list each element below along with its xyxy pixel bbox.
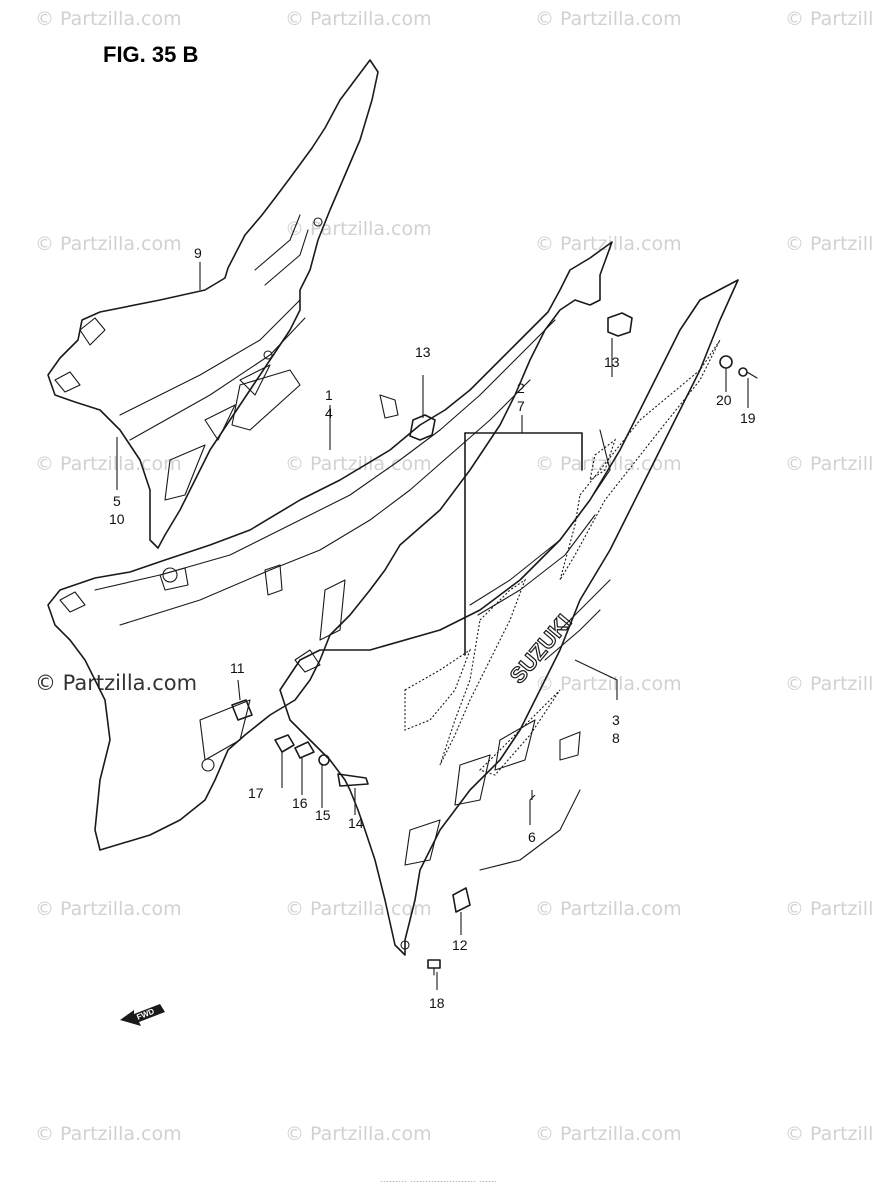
watermark: © Partzilla.com: [285, 1123, 432, 1145]
callout-10: 10: [109, 511, 125, 527]
callout-20: 20: [716, 392, 732, 408]
watermark: © Partzilla.com: [35, 453, 182, 475]
fwd-arrow-icon: [120, 1004, 165, 1026]
callout-5: 5: [113, 493, 121, 509]
callout-9: 9: [194, 245, 202, 261]
grommet-13-left: [409, 414, 436, 441]
pad-12: [452, 887, 471, 913]
watermark: © Partzilla.com: [35, 1123, 182, 1145]
callout-19: 19: [740, 410, 756, 426]
nut-20: [719, 355, 733, 369]
screw-18: [427, 959, 441, 976]
forward-direction-arrow: FWD: [120, 1004, 165, 1026]
watermark: © Partzilla.com: [535, 1123, 682, 1145]
leader-lines: [116, 262, 749, 990]
callout-8: 8: [612, 730, 620, 746]
callout-2: 2: [517, 380, 525, 396]
callout-18: 18: [429, 995, 445, 1011]
watermark: © Partzilla.com: [535, 673, 682, 695]
screw-14: [337, 773, 369, 787]
watermark: © Partzilla.com: [285, 8, 432, 30]
part-upper-left-frame-cover: [47, 59, 379, 549]
washer-15: [318, 754, 330, 766]
watermark: © Partzilla.com: [35, 898, 182, 920]
callout-13-left: 13: [415, 344, 431, 360]
watermark: © Partzilla.com: [285, 453, 432, 475]
collar-16: [294, 741, 315, 759]
watermark: © Partzilla.com: [35, 8, 182, 30]
hardware-parts: [231, 312, 758, 976]
callout-1: 1: [325, 387, 333, 403]
callout-15: 15: [315, 807, 331, 823]
part-bracket-frame: [464, 429, 611, 656]
callout-labels: 1 4 2 7 3 8 5 10 6 9 11 12 13 13 14 15 1…: [109, 245, 756, 1011]
callout-13-right: 13: [604, 354, 620, 370]
grommet-13-right: [607, 312, 633, 337]
callout-4: 4: [325, 405, 333, 421]
fwd-label: FWD: [135, 1007, 155, 1022]
callout-3: 3: [612, 712, 620, 728]
part-main-frame-cover: [47, 241, 613, 851]
figure-title: FIG. 35 B: [103, 42, 198, 67]
callout-6: 6: [528, 829, 536, 845]
watermark: © Partzilla.com: [535, 898, 682, 920]
part-right-side-cover: SUZUKI: [279, 279, 739, 956]
screw-19: [738, 367, 758, 379]
watermark: © Partzilla.com: [285, 218, 432, 240]
callout-12: 12: [452, 937, 468, 953]
watermark-large: © Partzilla.com: [35, 671, 197, 695]
callout-11: 11: [230, 660, 245, 676]
callout-17: 17: [248, 785, 264, 801]
watermark: © Partzilla.com: [35, 233, 182, 255]
watermark: © Partzilla.com: [535, 8, 682, 30]
watermark: © Partzilla.com: [785, 8, 874, 30]
washer-17: [274, 734, 295, 753]
callout-16: 16: [292, 795, 308, 811]
callout-14: 14: [348, 815, 364, 831]
clip-11: [231, 699, 253, 721]
callout-7: 7: [517, 398, 525, 414]
watermark: © Partzilla.com: [785, 1123, 874, 1145]
watermark: © Partzilla.com: [285, 898, 432, 920]
watermark: © Partzilla.com: [785, 673, 874, 695]
footer-code: --------- ---------------------- ------: [380, 1179, 497, 1185]
watermark: © Partzilla.com: [785, 898, 874, 920]
watermark: © Partzilla.com: [785, 453, 874, 475]
watermark: © Partzilla.com: [785, 233, 874, 255]
watermark-layer: © Partzilla.com © Partzilla.com © Partzi…: [35, 8, 874, 1145]
